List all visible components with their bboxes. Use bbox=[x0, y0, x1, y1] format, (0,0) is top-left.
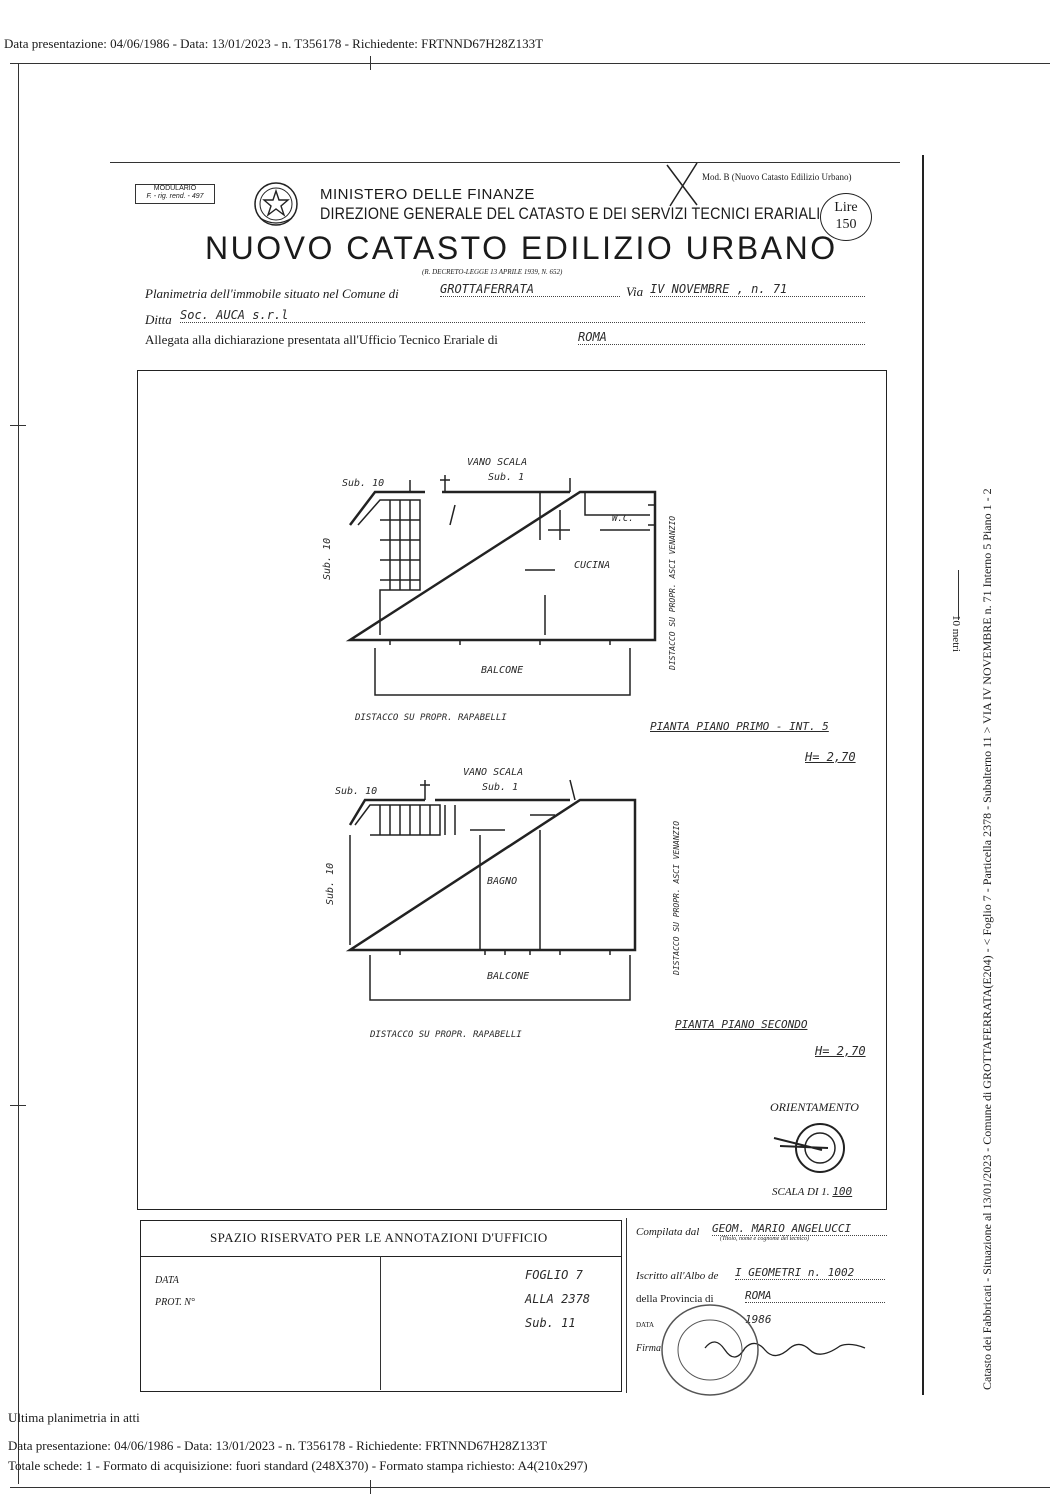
iscritto-label: Iscritto all'Albo de bbox=[636, 1270, 719, 1282]
plan2-sub10-top: Sub. 10 bbox=[335, 786, 378, 797]
scala-text: SCALA DI 1. bbox=[772, 1186, 830, 1198]
office-box-divider bbox=[140, 1256, 622, 1257]
scala-label: SCALA DI 1. 100 bbox=[772, 1185, 852, 1198]
plan1-sub1: Sub. 1 bbox=[488, 472, 525, 483]
compilata-label: Compilata dal bbox=[636, 1226, 700, 1238]
office-heading: SPAZIO RISERVATO PER LE ANNOTAZIONI D'UF… bbox=[210, 1230, 548, 1245]
office-alla: ALLA 2378 bbox=[525, 1292, 591, 1306]
compiler-data-label: DATA bbox=[636, 1321, 655, 1329]
modulario-code: F. - rig. rend. - 497 bbox=[146, 193, 204, 200]
iscritto-value: I GEOMETRI n. 1002 bbox=[735, 1266, 885, 1280]
lire-stamp: Lire 150 bbox=[820, 193, 872, 241]
plan1-sub10-top: Sub. 10 bbox=[342, 478, 385, 489]
footer-line1: Ultima planimetria in atti bbox=[8, 1410, 140, 1425]
crop-mark bbox=[370, 56, 371, 70]
plan1-sub10-side: Sub. 10 bbox=[322, 537, 333, 580]
compass-icon bbox=[773, 1123, 845, 1173]
compilata-note: (Titolo, nome e cognome del tecnico) bbox=[720, 1236, 809, 1242]
floor-plan-second bbox=[345, 779, 637, 1001]
lire-value: 150 bbox=[835, 217, 857, 232]
allegata-label: Allegata alla dichiarazione presentata a… bbox=[145, 332, 498, 347]
office-box bbox=[140, 1220, 622, 1392]
provincia-label: della Provincia di bbox=[636, 1293, 714, 1305]
stamp-icon bbox=[661, 1304, 759, 1396]
provincia-value: ROMA bbox=[745, 1289, 885, 1303]
crop-mark bbox=[370, 1480, 371, 1494]
planimetria-label: Planimetria dell'immobile situato nel Co… bbox=[145, 286, 399, 301]
cross-mark-icon bbox=[666, 162, 698, 207]
side-text: Catasto dei Fabbricati - Situazione al 1… bbox=[980, 488, 994, 1390]
plan2-height: H= 2,70 bbox=[815, 1044, 866, 1058]
frame-left bbox=[18, 64, 19, 1484]
plan1-cucina: CUCINA bbox=[574, 560, 611, 571]
plan2-distacco-bottom: DISTACCO SU PROPR. RAPABELLI bbox=[370, 1030, 522, 1040]
header-line: Data presentazione: 04/06/1986 - Data: 1… bbox=[4, 36, 544, 51]
modulario-label: MODULARIO bbox=[153, 185, 197, 192]
mod-b: Mod. B (Nuovo Catasto Edilizio Urbano) bbox=[702, 172, 852, 182]
doc-top-rule bbox=[110, 162, 900, 163]
firma-label: Firma bbox=[636, 1343, 661, 1354]
floor-plan-first bbox=[345, 475, 657, 696]
compiler-divider bbox=[626, 1218, 627, 1393]
scale-bar-label: 10 metri bbox=[950, 615, 962, 652]
decree: (R. DECRETO-LEGGE 13 APRILE 1939, N. 652… bbox=[422, 268, 563, 276]
crop-mark bbox=[10, 1105, 26, 1106]
frame-top bbox=[10, 63, 1050, 64]
modulario-box: MODULARIO F. - rig. rend. - 497 bbox=[135, 184, 215, 204]
direzione: DIREZIONE GENERALE DEL CATASTO E DEI SER… bbox=[320, 204, 821, 223]
doc-title: NUOVO CATASTO EDILIZIO URBANO bbox=[205, 230, 838, 266]
frame-bottom bbox=[10, 1487, 1050, 1488]
compiler-data-value: 1986 bbox=[745, 1313, 772, 1326]
plan1-vano-scala: VANO SCALA bbox=[467, 457, 528, 468]
office-data-label: DATA bbox=[155, 1275, 179, 1286]
plan1-distacco-side: DISTACCO SU PROPR. ASCI VENANZIO bbox=[668, 515, 677, 670]
crop-mark bbox=[10, 425, 26, 426]
footer-line2: Data presentazione: 04/06/1986 - Data: 1… bbox=[8, 1438, 548, 1453]
plan1-height: H= 2,70 bbox=[805, 750, 856, 764]
plan1-distacco-bottom: DISTACCO SU PROPR. RAPABELLI bbox=[355, 713, 507, 723]
ministry: MINISTERO DELLE FINANZE bbox=[320, 186, 535, 203]
plan2-title: PIANTA PIANO SECONDO bbox=[675, 1018, 808, 1031]
plan1-title: PIANTA PIANO PRIMO - INT. 5 bbox=[650, 720, 829, 733]
ufficio-value: ROMA bbox=[578, 330, 865, 345]
footer-line3: Totale schede: 1 - Formato di acquisizio… bbox=[8, 1458, 588, 1473]
comune-value: GROTTAFERRATA bbox=[440, 282, 620, 297]
via-value: IV NOVEMBRE , n. 71 bbox=[650, 282, 865, 297]
office-sub: Sub. 11 bbox=[525, 1316, 576, 1330]
office-box-col bbox=[380, 1256, 381, 1390]
plan2-vano-scala: VANO SCALA bbox=[463, 767, 524, 778]
plan2-sub10-side: Sub. 10 bbox=[325, 862, 336, 905]
orientamento-label: ORIENTAMENTO bbox=[770, 1100, 859, 1114]
office-prot-label: PROT. N° bbox=[155, 1297, 195, 1308]
lire-label: Lire bbox=[834, 200, 858, 215]
plan2-bagno: BAGNO bbox=[487, 876, 518, 887]
signature-icon bbox=[704, 1341, 866, 1358]
plan2-balcone: BALCONE bbox=[487, 971, 530, 982]
ditta-label: Ditta bbox=[145, 312, 172, 327]
plan1-balcone: BALCONE bbox=[481, 665, 524, 676]
ditta-value: Soc. AUCA s.r.l bbox=[180, 308, 865, 323]
plan2-sub1: Sub. 1 bbox=[482, 782, 519, 793]
office-foglio: FOGLIO 7 bbox=[525, 1268, 583, 1282]
drawing-area bbox=[137, 370, 887, 1210]
scale-bar bbox=[958, 570, 959, 620]
via-label: Via bbox=[626, 284, 644, 299]
scala-value: 100 bbox=[832, 1185, 853, 1198]
plan1-wc: W.C. bbox=[612, 514, 634, 524]
plan2-distacco-side: DISTACCO SU PROPR. ASCI VENANZIO bbox=[672, 820, 681, 975]
compilata-value: GEOM. MARIO ANGELUCCI bbox=[712, 1222, 887, 1236]
doc-right-border bbox=[922, 155, 924, 1395]
emblem-icon bbox=[254, 182, 298, 226]
